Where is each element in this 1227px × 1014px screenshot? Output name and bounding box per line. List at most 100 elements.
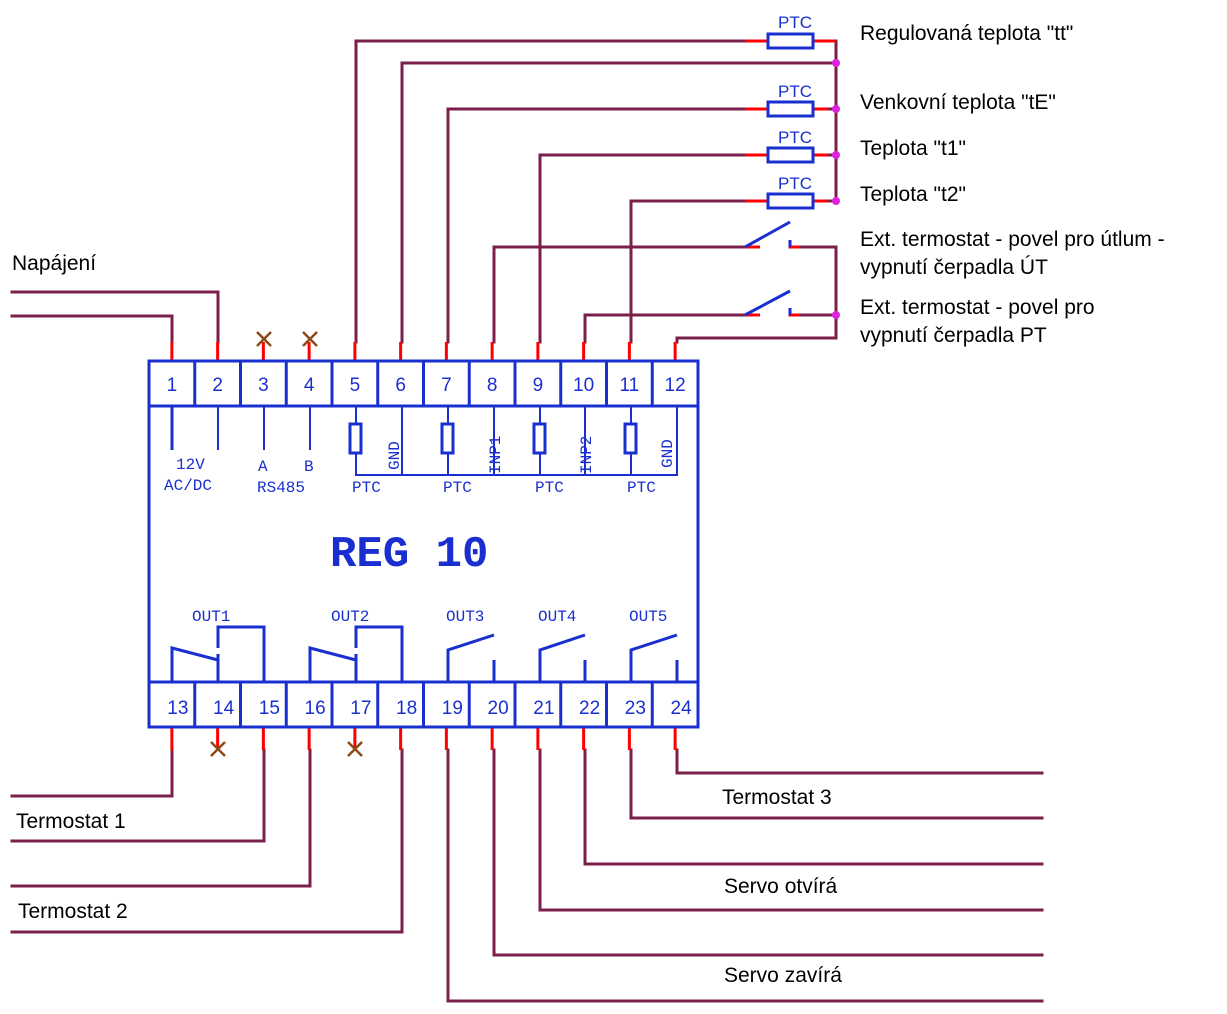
wire-thermostat2-a — [10, 748, 312, 888]
terminal-number-14: 14 — [213, 698, 235, 719]
temp-t2-label: Teplota "t2" — [860, 183, 966, 206]
ptc-label-t1: PTC — [778, 128, 812, 147]
ext-thermostat-1-line1: Ext. termostat - povel pro útlum - — [860, 228, 1165, 251]
terminal-number-22: 22 — [579, 698, 600, 719]
ptc-input-label-9: PTC — [535, 479, 564, 497]
out2-contact-blade — [308, 646, 357, 682]
inp1-label: INP1 — [487, 436, 505, 474]
external-labels: Napájení Regulovaná teplota "tt" Venkovn… — [12, 22, 1165, 987]
terminal-number-4: 4 — [304, 375, 315, 396]
ptc-sensor-te — [766, 100, 815, 118]
terminal-stubs — [170, 342, 677, 750]
terminal-number-5: 5 — [350, 375, 361, 396]
wire-servo-open-b — [583, 748, 1044, 866]
out1-label: OUT1 — [192, 608, 230, 626]
wire-tt-left — [354, 39, 770, 344]
terminal-number-11: 11 — [620, 375, 640, 396]
ptc-label-tt: PTC — [778, 13, 812, 32]
thermostat-2-label: Termostat 2 — [18, 900, 128, 923]
terminal-number-12: 12 — [665, 375, 686, 396]
rs485-a-label: A — [258, 458, 268, 476]
terminal-number-13: 13 — [167, 698, 188, 719]
out5-contact-blade — [629, 633, 678, 682]
outdoor-temp-label: Venkovní teplota "tE" — [860, 91, 1056, 114]
out4-label: OUT4 — [538, 608, 576, 626]
inner-ptc-5 — [348, 422, 363, 455]
terminal-number-10: 10 — [573, 375, 594, 396]
switch-1-blade — [744, 220, 791, 249]
regulated-temp-label: Regulovaná teplota "tt" — [860, 22, 1073, 45]
terminal-dividers — [193, 361, 654, 727]
ptc-label-te: PTC — [778, 82, 812, 101]
gnd-label-6: GND — [386, 441, 404, 470]
thermostat-3-label: Termostat 3 — [722, 786, 832, 809]
external-switches — [744, 220, 800, 317]
inner-ptc-11 — [623, 422, 638, 455]
external-wiring — [10, 39, 1044, 1003]
terminal-number-1: 1 — [167, 375, 178, 396]
terminal-number-21: 21 — [533, 698, 554, 719]
terminal-number-18: 18 — [396, 698, 417, 719]
device-title: REG 10 — [330, 530, 488, 580]
out2-label: OUT2 — [331, 608, 369, 626]
ptc-sensor-tt — [766, 32, 815, 50]
out1-contact-blade — [170, 646, 219, 682]
rs485-label: RS485 — [257, 479, 305, 497]
ptc-input-label-7: PTC — [443, 479, 472, 497]
supply-voltage-label: 12V — [176, 456, 205, 474]
unused-mark-17 — [347, 741, 363, 757]
switch-2-blade — [744, 289, 791, 317]
power-wire-1 — [10, 290, 220, 344]
out3-contact-blade — [446, 633, 495, 682]
terminal-number-8: 8 — [487, 375, 498, 396]
ptc-sensors: PTC PTC PTC PTC — [745, 13, 840, 319]
wire-thermostat2-b — [10, 748, 404, 934]
unused-mark-4 — [302, 331, 318, 347]
inp2-label: INP2 — [578, 436, 596, 474]
out5-label: OUT5 — [629, 608, 667, 626]
wire-servo-close-a — [446, 748, 1044, 1003]
wire-common-bus — [400, 61, 838, 344]
terminal-number-19: 19 — [442, 698, 463, 719]
terminal-number-7: 7 — [441, 375, 452, 396]
wire-te-left — [446, 107, 770, 344]
terminal-number-6: 6 — [395, 375, 406, 396]
servo-open-label: Servo otvírá — [724, 875, 838, 898]
ptc-sensor-t2 — [766, 192, 815, 210]
terminal-number-15: 15 — [259, 698, 280, 719]
wire-servo-close-b — [492, 748, 1044, 957]
wire-inp2 — [583, 313, 747, 344]
inner-ptc-9 — [532, 422, 547, 455]
junction-dot — [832, 197, 840, 205]
junction-dot — [832, 311, 840, 319]
terminal-number-24: 24 — [671, 698, 693, 719]
wire-thermostat3-b — [675, 748, 1044, 775]
ptc-input-label-11: PTC — [627, 479, 656, 497]
ext-thermostat-2-line1: Ext. termostat - povel pro — [860, 296, 1095, 319]
junction-dot — [832, 105, 840, 113]
junction-dot — [832, 59, 840, 67]
wire-t2-left — [629, 199, 770, 344]
unused-marks — [210, 331, 363, 757]
terminal-number-2: 2 — [212, 375, 223, 396]
terminal-number-16: 16 — [305, 698, 326, 719]
unused-mark-14 — [210, 741, 226, 757]
wire-thermostat1-b — [10, 748, 266, 843]
wire-thermostat1-a — [10, 748, 174, 798]
wire-ext-return — [675, 245, 838, 344]
power-label: Napájení — [12, 252, 96, 275]
thermostat-1-label: Termostat 1 — [16, 810, 126, 833]
servo-close-label: Servo zavírá — [724, 964, 842, 987]
out1-no-terminal — [216, 625, 266, 682]
ext-thermostat-2-line2: vypnutí čerpadla PT — [860, 324, 1047, 347]
unused-mark-3 — [256, 331, 272, 347]
junction-dot — [832, 151, 840, 159]
gnd-label-12: GND — [659, 439, 677, 468]
out4-contact-blade — [538, 633, 586, 682]
terminal-number-23: 23 — [625, 698, 646, 719]
supply-type-label: AC/DC — [164, 477, 212, 495]
wire-thermostat3-a — [629, 748, 1044, 820]
